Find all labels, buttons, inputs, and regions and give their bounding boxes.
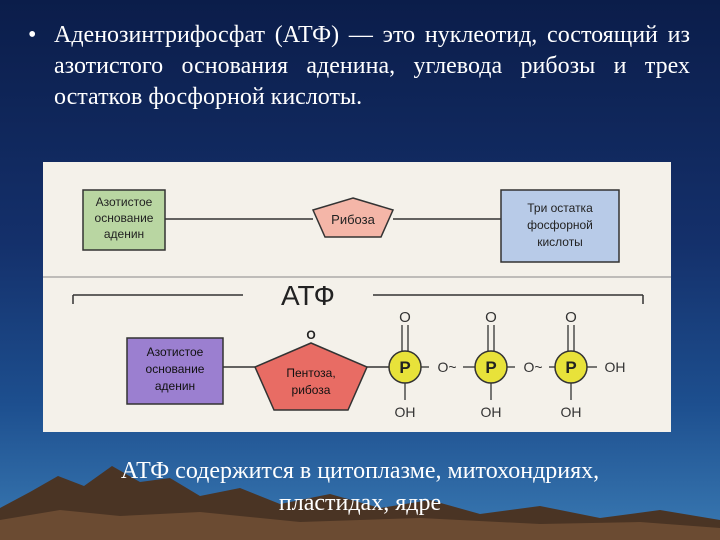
top-schema: Азотистое основание аденин Рибоза Три ос…	[82, 189, 620, 263]
double-bond-oxygen: O	[399, 309, 411, 326]
atp-title: АТФ	[281, 280, 335, 311]
phosphates-box-top	[500, 189, 620, 263]
macroergic-bond-label: O~	[437, 359, 456, 375]
mountain-foothills	[0, 510, 720, 540]
phosphates-label-line: Три остатка	[527, 201, 593, 215]
intro-text-block: • Аденозинтрифосфат (АТФ) — это нуклеоти…	[28, 20, 690, 113]
hydroxyl-label: OH	[561, 404, 582, 420]
phosphate-group-3: O P OH OH	[554, 309, 626, 420]
phosphates-label-line: кислоты	[537, 235, 583, 249]
phosphorus-label: P	[565, 358, 576, 377]
hydroxyl-label: OH	[395, 404, 416, 420]
macroergic-bond-label: O~	[523, 359, 542, 375]
pentose-label-line: рибоза	[292, 383, 331, 397]
phosphorus-label: P	[399, 358, 410, 377]
sugar-label: Рибоза	[331, 212, 375, 227]
base-label-line: аденин	[155, 379, 195, 393]
atp-diagram: Азотистое основание аденин Рибоза Три ос…	[43, 162, 671, 432]
bottom-schema: АТФ Азотистое основание аденин O Пентоза…	[72, 280, 644, 420]
pentose-pentagon	[254, 342, 368, 411]
phosphates-label-line: фосфорной	[527, 218, 593, 232]
atp-diagram-svg: Азотистое основание аденин Рибоза Три ос…	[43, 189, 671, 420]
base-box-top	[82, 189, 166, 251]
base-label-line: основание	[95, 211, 154, 225]
ring-oxygen-label: O	[306, 328, 315, 342]
ribose-pentagon-top	[311, 197, 395, 238]
caption-line: пластидах, ядре	[278, 490, 442, 516]
base-label-line: основание	[146, 362, 205, 376]
phosphorus-label: P	[485, 358, 496, 377]
phosphate-group-1: O P OH	[388, 309, 422, 420]
base-label-line: Азотистое	[147, 345, 204, 359]
bullet-marker: •	[28, 22, 37, 48]
hydroxyl-label: OH	[605, 359, 626, 375]
base-label-line: Азотистое	[96, 195, 153, 209]
pentose-label-line: Пентоза,	[286, 366, 335, 380]
hydroxyl-label: OH	[481, 404, 502, 420]
double-bond-oxygen: O	[565, 309, 577, 326]
intro-paragraph: Аденозинтрифосфат (АТФ) — это нуклеотид,…	[54, 22, 690, 110]
phosphate-group-2: O P OH	[474, 309, 508, 420]
mountain-landscape	[0, 466, 720, 540]
caption-line: АТФ содержится в цитоплазме, митохондрия…	[120, 458, 600, 484]
base-label-line: аденин	[104, 227, 144, 241]
caption-text: АТФ содержится в цитоплазме, митохондрия…	[0, 455, 720, 519]
double-bond-oxygen: O	[485, 309, 497, 326]
base-box-bottom	[126, 337, 224, 405]
